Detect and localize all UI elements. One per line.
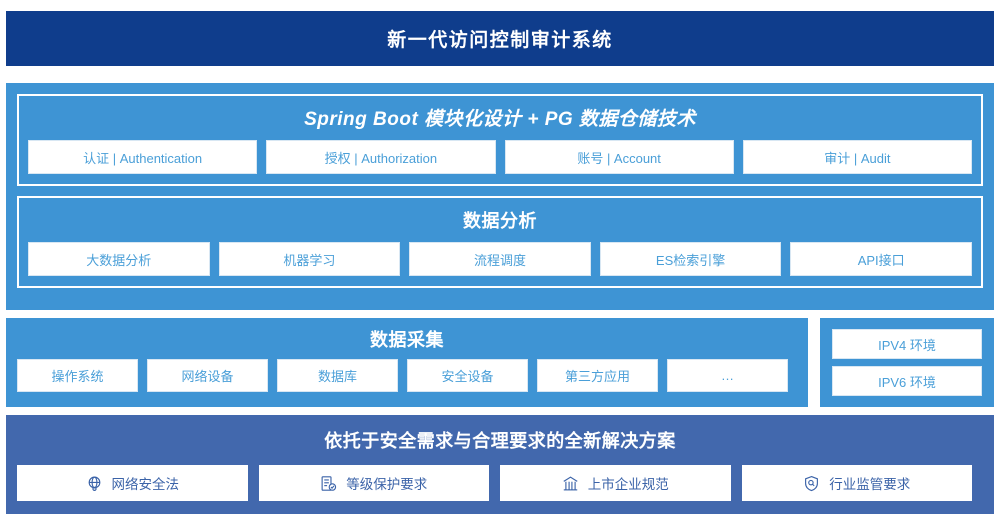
analysis-item-machine-learning[interactable]: 机器学习	[218, 242, 401, 276]
collection-item-label: 操作系统	[51, 369, 104, 384]
page-title: 新一代访问控制审计系统	[387, 30, 613, 51]
analysis-section-title: 数据分析	[463, 211, 537, 231]
solution-item-label: 上市企业规范	[587, 477, 669, 492]
analysis-item-label: 大数据分析	[86, 252, 152, 268]
environment-item-label: IPV6 环境	[878, 374, 936, 390]
platform-item-label: 授权 | Authorization	[324, 150, 438, 166]
platform-item-label: 审计 | Audit	[824, 150, 891, 166]
platform-section-title: Spring Boot 模块化设计 + PG 数据仓储技术	[304, 109, 696, 130]
globe-icon	[86, 475, 103, 492]
upper-panel: Spring Boot 模块化设计 + PG 数据仓储技术 认证 | Authe…	[6, 83, 994, 310]
collection-item-third-party-app[interactable]: 第三方应用	[537, 359, 658, 392]
solution-item-cybersecurity-law[interactable]: 网络安全法	[17, 465, 248, 501]
collection-item-network-device[interactable]: 网络设备	[147, 359, 268, 392]
platform-item-label: 认证 | Authentication	[83, 150, 203, 166]
solution-section-title: 依托于安全需求与合理要求的全新解决方案	[324, 431, 676, 451]
analysis-item-es-search-engine[interactable]: ES检索引擎	[599, 242, 782, 276]
analysis-item-label: 流程调度	[473, 252, 526, 268]
collection-item-label: …	[721, 368, 734, 383]
solution-item-row: 网络安全法 等级保护要求	[6, 465, 994, 501]
collection-item-security-device[interactable]: 安全设备	[407, 359, 528, 392]
platform-item-label: 账号 | Account	[577, 150, 661, 166]
analysis-item-label: ES检索引擎	[655, 252, 726, 268]
bank-icon	[562, 475, 579, 492]
environment-item-label: IPV4 环境	[878, 337, 936, 353]
collection-item-more[interactable]: …	[667, 359, 788, 392]
analysis-item-row: 大数据分析 机器学习 流程调度 ES检索引擎 API接口	[19, 242, 981, 276]
document-check-icon	[320, 475, 337, 492]
analysis-item-process-scheduling[interactable]: 流程调度	[409, 242, 591, 276]
collection-item-row: 操作系统 网络设备 数据库 安全设备 第三方应用 …	[6, 359, 808, 392]
shield-search-icon	[803, 475, 820, 492]
solution-item-label: 行业监管要求	[829, 477, 911, 492]
analysis-section: 数据分析 大数据分析 机器学习 流程调度 ES检索引擎 API接口	[17, 196, 983, 288]
solution-item-label: 等级保护要求	[346, 477, 428, 492]
solution-panel: 依托于安全需求与合理要求的全新解决方案 网络安全法	[6, 415, 994, 514]
platform-item-account[interactable]: 账号 | Account	[504, 140, 734, 174]
collection-item-database[interactable]: 数据库	[277, 359, 398, 392]
header-bar: 新一代访问控制审计系统	[6, 11, 994, 66]
analysis-item-label: 机器学习	[283, 252, 336, 268]
platform-item-row: 认证 | Authentication 授权 | Authorization 账…	[19, 140, 981, 174]
environment-item-ipv6[interactable]: IPV6 环境	[832, 366, 982, 396]
solution-item-classified-protection[interactable]: 等级保护要求	[258, 465, 489, 501]
collection-item-operating-system[interactable]: 操作系统	[17, 359, 138, 392]
solution-item-listed-enterprise-standard[interactable]: 上市企业规范	[500, 465, 731, 501]
analysis-item-label: API接口	[857, 252, 905, 268]
collection-item-label: 网络设备	[181, 369, 234, 384]
platform-item-audit[interactable]: 审计 | Audit	[742, 140, 972, 174]
collection-section-title: 数据采集	[370, 330, 444, 350]
analysis-item-bigdata[interactable]: 大数据分析	[28, 242, 210, 276]
platform-section: Spring Boot 模块化设计 + PG 数据仓储技术 认证 | Authe…	[17, 94, 983, 186]
collection-panel: 数据采集 操作系统 网络设备 数据库 安全设备 第三方应用 …	[6, 318, 808, 407]
platform-item-authorization[interactable]: 授权 | Authorization	[266, 140, 496, 174]
solution-item-label: 网络安全法	[111, 477, 180, 492]
collection-item-label: 数据库	[317, 369, 357, 384]
platform-item-authentication[interactable]: 认证 | Authentication	[28, 140, 258, 174]
collection-item-label: 安全设备	[441, 369, 494, 384]
analysis-item-api[interactable]: API接口	[790, 242, 972, 276]
solution-item-industry-supervision[interactable]: 行业监管要求	[741, 465, 972, 501]
collection-item-label: 第三方应用	[564, 369, 630, 384]
environment-item-ipv4[interactable]: IPV4 环境	[832, 329, 982, 359]
environment-panel: IPV4 环境 IPV6 环境	[820, 318, 994, 407]
